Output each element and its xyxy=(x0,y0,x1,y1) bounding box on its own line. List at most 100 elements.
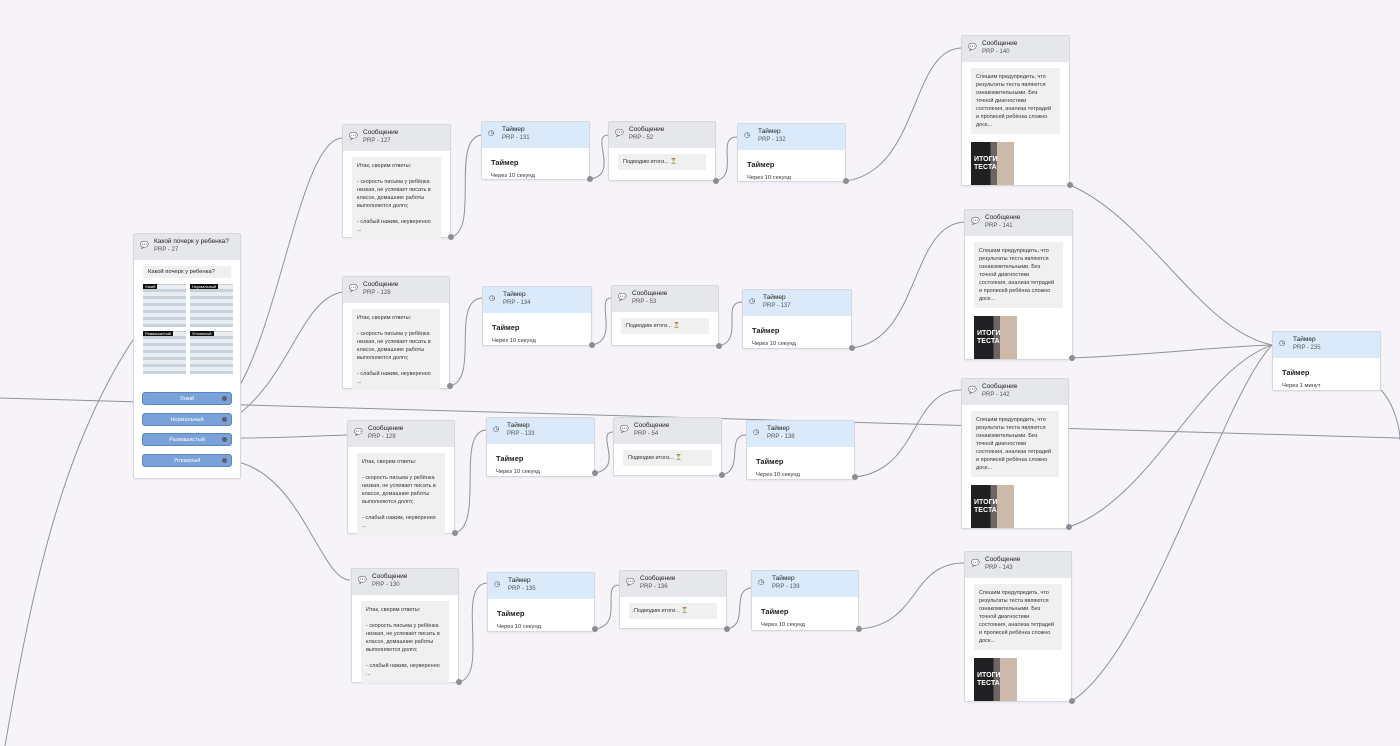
timer-icon: ◷ xyxy=(489,295,496,302)
output-port[interactable] xyxy=(852,474,858,480)
node-id: PRP - 140 xyxy=(982,49,1010,55)
node-header[interactable]: ◷ Таймер PRP - 135 xyxy=(488,573,594,599)
message-node[interactable]: 💬 Сообщение PRP - 54 Подводим итоги... ⏳ xyxy=(613,417,722,476)
output-port[interactable] xyxy=(716,343,722,349)
output-port[interactable] xyxy=(719,472,725,478)
node-header[interactable]: ◷ Таймер PRP - 131 xyxy=(482,122,589,148)
node-id: PRP - 52 xyxy=(629,135,654,141)
result-thumbnail: ИТОГИ ТЕСТА xyxy=(974,658,1017,701)
node-header[interactable]: 💬 Сообщение PRP - 143 xyxy=(965,552,1071,578)
message-node[interactable]: 💬 Сообщение PRP - 129 Итак, сверим ответ… xyxy=(347,420,455,535)
timer-icon: ◷ xyxy=(758,579,765,586)
message-icon: 💬 xyxy=(349,285,358,292)
output-port[interactable] xyxy=(592,626,598,632)
message-node[interactable]: 💬 Сообщение PRP - 127 Итак, сверим ответ… xyxy=(342,124,451,239)
timer-delay: Через 10 секунд xyxy=(761,622,805,628)
node-header[interactable]: 💬 Сообщение PRP - 127 xyxy=(343,125,450,151)
node-header[interactable]: ◷ Таймер PRP - 132 xyxy=(738,124,845,150)
edge xyxy=(858,562,965,630)
node-header[interactable]: ◷ Таймер PRP - 137 xyxy=(743,290,851,316)
option-button[interactable]: Размашистый xyxy=(142,433,232,446)
message-node[interactable]: 💬 Сообщение PRP - 53 Подводим итоги... ⏳ xyxy=(611,285,719,346)
timer-name: Таймер xyxy=(496,454,524,463)
output-port[interactable] xyxy=(724,626,730,632)
result-message-node[interactable]: 💬 Сообщение PRP - 140 Спешим предупредит… xyxy=(961,35,1070,186)
output-port[interactable] xyxy=(456,679,462,685)
node-header[interactable]: 💬 Сообщение PRP - 53 xyxy=(612,286,718,312)
node-header[interactable]: 💬 Сообщение PRP - 142 xyxy=(962,379,1068,405)
option-button[interactable]: Угловатый xyxy=(142,454,232,467)
message-node[interactable]: 💬 Сообщение PRP - 136 Подводим итоги... … xyxy=(619,570,727,629)
node-id: PRP - 127 xyxy=(363,138,391,144)
timer-icon: ◷ xyxy=(488,130,495,137)
output-port[interactable] xyxy=(713,178,719,184)
output-port[interactable] xyxy=(592,470,598,476)
node-header[interactable]: 💬 Сообщение PRP - 136 xyxy=(620,571,726,597)
output-port[interactable] xyxy=(222,458,227,463)
node-header[interactable]: 💬 Сообщение PRP - 54 xyxy=(614,418,721,444)
node-header[interactable]: 💬 Сообщение PRP - 141 xyxy=(965,210,1072,236)
node-id: PRP - 142 xyxy=(982,392,1010,398)
edge xyxy=(450,134,482,238)
output-port[interactable] xyxy=(452,530,458,536)
node-title: Таймер xyxy=(502,126,525,133)
message-node[interactable]: 💬 Сообщение PRP - 130 Итак, сверим ответ… xyxy=(351,568,459,683)
node-header[interactable]: ◷ Таймер PRP - 235 xyxy=(1273,332,1380,358)
node-header[interactable]: 💬 Сообщение PRP - 140 xyxy=(962,36,1069,62)
result-message-node[interactable]: 💬 Сообщение PRP - 141 Спешим предупредит… xyxy=(964,209,1073,360)
node-id: PRP - 136 xyxy=(640,584,668,590)
output-port[interactable] xyxy=(222,417,227,422)
output-port[interactable] xyxy=(1069,355,1075,361)
result-message-node[interactable]: 💬 Сообщение PRP - 142 Спешим предупредит… xyxy=(961,378,1069,529)
node-header[interactable]: ◷ Таймер PRP - 138 xyxy=(747,421,854,447)
timer-delay: Через 10 секунд xyxy=(497,624,541,630)
node-header[interactable]: ◷ Таймер PRP - 133 xyxy=(487,418,594,444)
edge xyxy=(1069,184,1273,346)
output-port[interactable] xyxy=(856,626,862,632)
output-port[interactable] xyxy=(843,178,849,184)
node-header[interactable]: ◷ Таймер PRP - 134 xyxy=(483,287,591,313)
node-header[interactable]: 💬 Сообщение PRP - 52 xyxy=(609,122,715,148)
output-port[interactable] xyxy=(589,342,595,348)
node-header[interactable]: 💬 Сообщение PRP - 129 xyxy=(348,421,454,447)
node-title: Сообщение xyxy=(632,290,668,297)
output-port[interactable] xyxy=(447,383,453,389)
option-button[interactable]: Нормальный xyxy=(142,413,232,426)
node-title: Таймер xyxy=(763,294,786,301)
output-port[interactable] xyxy=(448,234,454,240)
question-node[interactable]: 💬 Какой почерк у ребенка? PRP - 27 Какой… xyxy=(133,233,241,479)
node-id: PRP - 53 xyxy=(632,299,657,305)
output-port[interactable] xyxy=(1066,524,1072,530)
node-header[interactable]: 💬 Сообщение PRP - 130 xyxy=(352,569,458,595)
question-node-header[interactable]: 💬 Какой почерк у ребенка? PRP - 27 xyxy=(134,234,240,260)
output-port[interactable] xyxy=(222,396,227,401)
handwriting-image: Нормальный xyxy=(190,284,233,327)
result-message-node[interactable]: 💬 Сообщение PRP - 143 Спешим предупредит… xyxy=(964,551,1072,702)
edge xyxy=(591,297,612,346)
message-icon: 💬 xyxy=(626,579,635,586)
node-header[interactable]: 💬 Сообщение PRP - 128 xyxy=(343,277,449,303)
output-port[interactable] xyxy=(222,437,227,442)
output-port[interactable] xyxy=(849,345,855,351)
message-icon: 💬 xyxy=(971,560,980,567)
edge xyxy=(1071,344,1273,702)
option-button[interactable]: Узкий xyxy=(142,392,232,405)
output-port[interactable] xyxy=(587,176,593,182)
message-text: Итак, сверим ответы: - скорость письма у… xyxy=(357,453,445,535)
message-node[interactable]: 💬 Сообщение PRP - 128 Итак, сверим ответ… xyxy=(342,276,450,391)
output-port[interactable] xyxy=(1067,182,1073,188)
output-port[interactable] xyxy=(1069,698,1075,704)
edge xyxy=(715,136,738,182)
message-text: Подводим итоги... ⏳ xyxy=(618,154,706,170)
node-header[interactable]: ◷ Таймер PRP - 139 xyxy=(752,571,858,597)
message-node[interactable]: 💬 Сообщение PRP - 52 Подводим итоги... ⏳ xyxy=(608,121,716,181)
